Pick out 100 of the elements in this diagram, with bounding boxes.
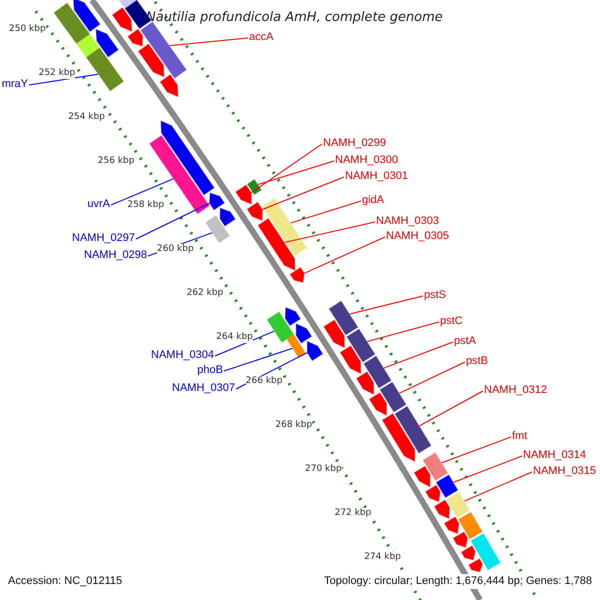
gene-feature — [369, 392, 387, 416]
leader-line — [214, 330, 275, 356]
gene-block — [422, 452, 448, 481]
gene-feature — [235, 184, 252, 205]
gene-label: phoB — [196, 364, 224, 377]
gene-block — [363, 356, 392, 388]
gene-block — [328, 300, 358, 336]
leader-line — [110, 178, 174, 206]
gene-label: NAMH_0301 — [344, 170, 409, 183]
gene-label: pstC — [439, 315, 464, 328]
gene-label: accA — [248, 31, 274, 44]
gene-feature — [340, 345, 362, 374]
gene-feature — [160, 120, 215, 196]
gene-feature — [414, 466, 430, 488]
position-tick-label: 266 kbp — [246, 376, 282, 387]
leader-line — [418, 390, 484, 426]
gene-feature — [425, 484, 441, 502]
gene-label: NAMH_0307 — [171, 382, 236, 395]
gene-block — [54, 2, 90, 44]
leader-line — [169, 38, 248, 46]
position-tick-label: 264 kbp — [216, 332, 253, 343]
gene-feature — [460, 545, 476, 560]
genome-info-note: Topology: circular; Length: 1,676,444 bp; Genes: 1,788 — [324, 574, 592, 589]
gene-label: NAMH_0314 — [522, 449, 587, 462]
position-tick-label: 270 kbp — [305, 464, 342, 475]
position-tick-label: 258 kbp — [127, 200, 164, 211]
leader-line — [284, 222, 376, 243]
gene-block — [76, 34, 100, 58]
leader-line — [136, 202, 210, 240]
gene-block — [262, 198, 308, 256]
gene-feature — [284, 307, 301, 326]
position-tick-label: 250 kbp — [9, 24, 46, 35]
gene-block — [458, 512, 483, 540]
gene-feature — [434, 500, 450, 520]
gene-label: NAMH_0304 — [150, 349, 215, 362]
gene-label: NAMH_0305 — [385, 230, 450, 243]
leader-line — [398, 362, 466, 394]
gene-label: pstS — [423, 289, 448, 302]
position-tick-label: 268 kbp — [275, 420, 312, 431]
gene-block — [394, 406, 432, 454]
gene-label: uvrA — [86, 198, 111, 211]
gene-block — [446, 492, 470, 518]
leader-line — [349, 296, 424, 314]
gene-feature — [356, 371, 374, 395]
gene-label: NAMH_0299 — [322, 137, 387, 150]
leader-line — [304, 236, 386, 274]
gene-block — [246, 179, 262, 195]
gene-block — [380, 382, 406, 412]
gene-label: NAMH_0312 — [483, 384, 548, 397]
gene-feature — [323, 320, 345, 348]
gene-block — [470, 533, 501, 570]
gene-block — [346, 328, 376, 362]
gene-label: gidA — [361, 194, 386, 207]
leader-line — [28, 74, 99, 86]
gene-block — [86, 47, 124, 92]
gene-block — [140, 22, 187, 79]
leader-line — [224, 348, 293, 372]
leader-line — [366, 322, 440, 342]
gene-label: pstA — [453, 335, 478, 348]
gene-label: NAMH_0300 — [334, 154, 399, 167]
gene-feature — [382, 413, 416, 462]
position-tick-label: 256 kbp — [98, 156, 134, 167]
leader-line — [258, 160, 334, 186]
leader-line — [464, 472, 532, 502]
gene-label: NAMH_0297 — [71, 232, 136, 245]
gene-label: fmt — [511, 430, 528, 443]
gene-feature — [138, 44, 164, 78]
position-tick-label: 260 kbp — [157, 244, 194, 255]
gene-block — [149, 135, 210, 214]
gene-label: NAMH_0298 — [83, 249, 148, 262]
gene-block — [205, 215, 230, 244]
gene-block — [436, 474, 458, 498]
gene-feature — [96, 28, 119, 58]
gene-feature — [112, 7, 132, 32]
gene-block — [286, 334, 306, 358]
leader-line — [262, 176, 344, 210]
leader-line — [250, 144, 322, 194]
position-tick-label: 262 kbp — [186, 288, 224, 299]
gene-block — [266, 311, 294, 343]
gene-feature — [290, 267, 305, 283]
gene-label: NAMH_0315 — [532, 465, 597, 478]
leader-line — [441, 436, 512, 464]
gene-label: pstB — [465, 355, 490, 368]
gene-feature — [306, 340, 324, 361]
gene-label: NAMH_0303 — [375, 215, 440, 228]
leader-line — [453, 456, 522, 483]
leader-line — [290, 200, 362, 224]
gene-feature — [258, 218, 296, 271]
position-tick-label: 254 kbp — [68, 112, 105, 123]
gene-feature — [128, 28, 143, 46]
position-tick-label: 252 kbp — [38, 68, 76, 79]
position-tick-label: 274 kbp — [364, 552, 401, 563]
gene-label: mraY — [0, 78, 29, 91]
gene-feature — [160, 74, 178, 98]
gene-feature — [220, 208, 236, 226]
gene-feature — [73, 0, 100, 32]
leader-line — [383, 342, 454, 369]
accession-note: Accession: NC_012115 — [8, 574, 122, 589]
position-tick-label: 272 kbp — [334, 508, 372, 519]
gene-feature — [452, 532, 468, 548]
